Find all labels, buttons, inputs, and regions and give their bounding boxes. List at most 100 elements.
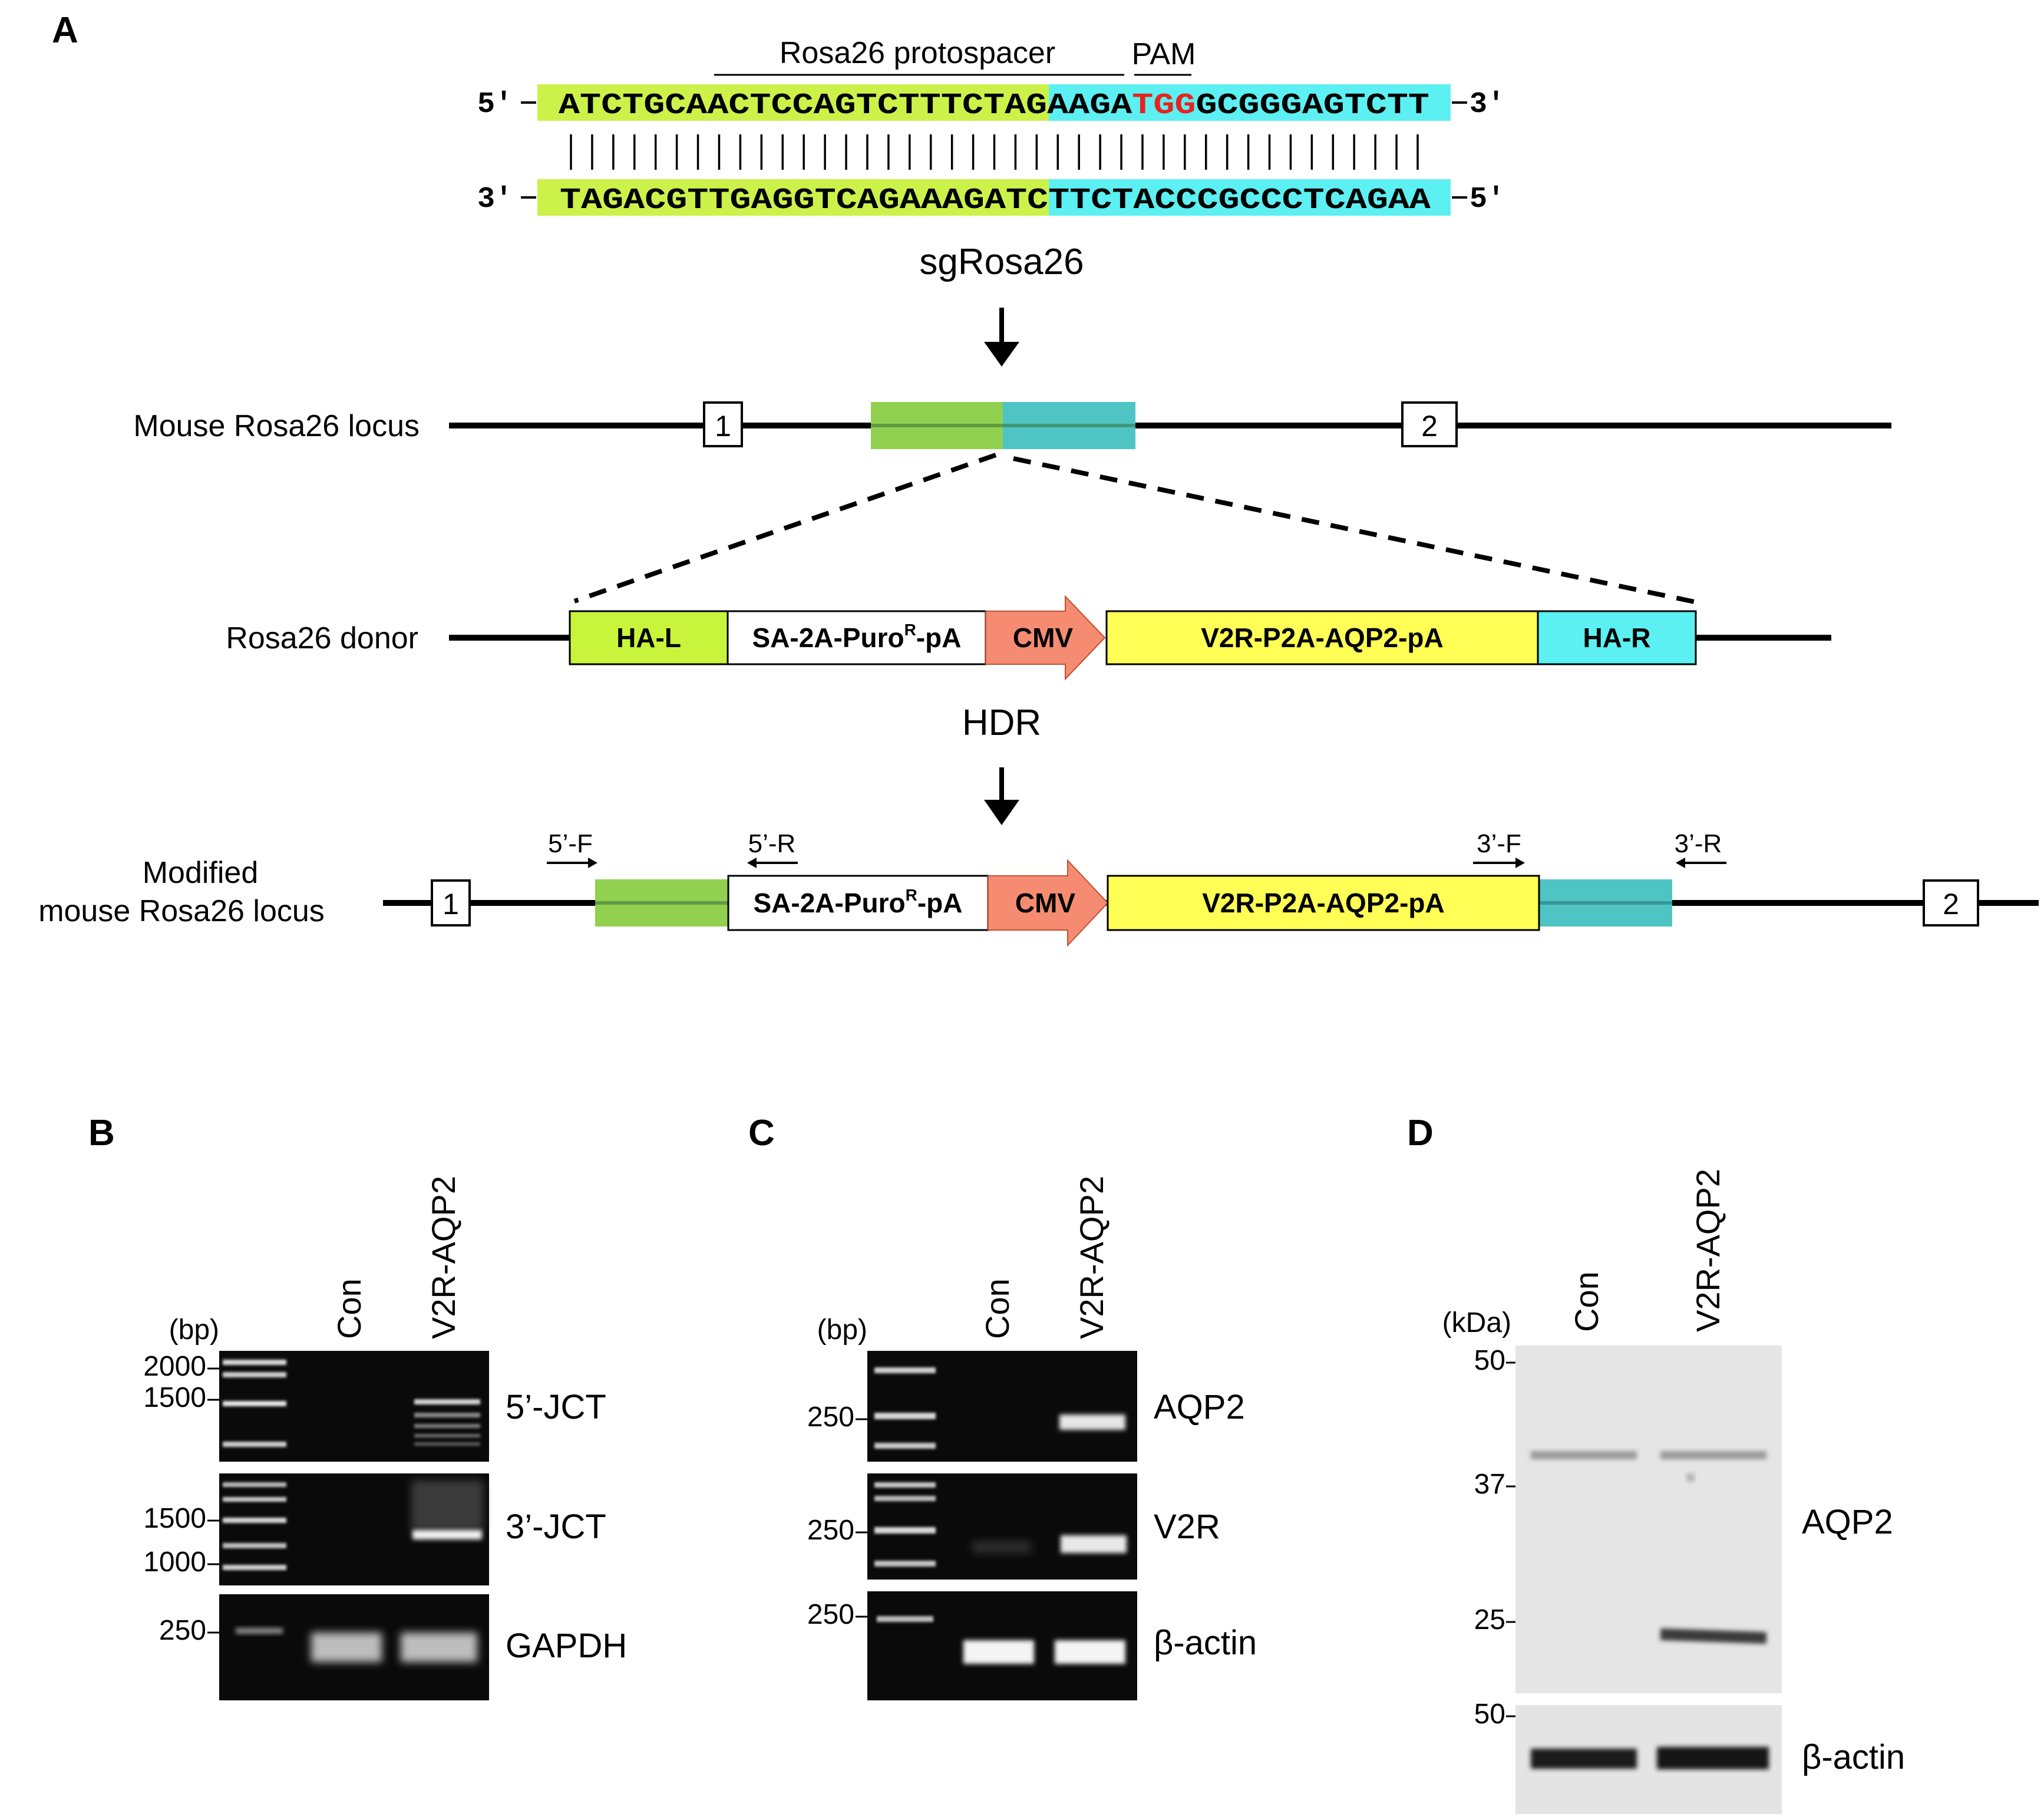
gel-c-v2r-name: V2R	[1154, 1508, 1220, 1546]
primer-3f-label: 3’-F	[1477, 829, 1521, 858]
panel-label-a: A	[52, 10, 78, 51]
primer-5r-label: 5’-R	[748, 829, 796, 858]
pam-label: PAM	[1132, 37, 1196, 71]
gel-c-aqp2-tick-250: 250	[807, 1402, 854, 1433]
panel-label-c: C	[748, 1113, 775, 1153]
modified-v2r-box	[1107, 875, 1540, 931]
top-strand-green-highlight	[537, 84, 1049, 121]
gel-c-v2r-tick-250: 250	[807, 1515, 854, 1546]
modified-cmv-arrow	[988, 859, 1109, 947]
gel-b-3jct-band	[412, 1530, 482, 1539]
gel-b-gapdh-ladder	[236, 1628, 283, 1634]
gel-c-actin-ladder	[877, 1616, 933, 1622]
gel-b-3jct-ladder	[223, 1482, 286, 1570]
gel-b-3jct-tick-1000: 1000	[143, 1547, 206, 1578]
locus-exon-1	[703, 401, 743, 447]
blot-d-speck	[1686, 1473, 1695, 1482]
base-pair-lines	[570, 134, 1419, 170]
locus-exon-2	[1401, 401, 1458, 447]
zoom-line-left	[573, 453, 997, 604]
pam-sequence: TGG	[1132, 89, 1196, 123]
arrow-hdr-head	[984, 800, 1019, 825]
bottom-3prime: 3′	[477, 183, 513, 216]
gel-b-gapdh-tick-250: 250	[159, 1615, 206, 1646]
bottom-strand-cyan-highlight	[1049, 179, 1451, 216]
gel-b-gapdh-band-v2r	[401, 1633, 477, 1662]
gel-c-v2r-ladder	[874, 1482, 936, 1567]
d-lane-con: Con	[1568, 1271, 1605, 1332]
primer-5f-label: 5’-F	[548, 829, 593, 858]
donor-sa-box	[727, 610, 987, 665]
modified-exon-2	[1923, 879, 1979, 927]
panel-label-d: D	[1407, 1113, 1434, 1153]
c-lane-con: Con	[979, 1278, 1016, 1339]
gel-c-actin-band-con	[963, 1640, 1034, 1664]
primer-3r-head	[1676, 858, 1685, 868]
gel-c-actin-band-v2r	[1055, 1640, 1125, 1664]
primer-5f-head	[588, 858, 597, 868]
donor-cmv-arrow	[985, 595, 1106, 681]
panel-label-b: B	[88, 1113, 115, 1153]
b-lane-con: Con	[331, 1278, 368, 1339]
donor-har-label: HA-R	[1583, 622, 1651, 653]
donor-hal-box	[569, 610, 729, 665]
blot-d-tick-25: 25	[1474, 1604, 1505, 1636]
gel-c-aqp2-band	[1059, 1415, 1125, 1430]
arrow-sgrna-head	[984, 342, 1019, 367]
gel-c-actin-tick-250: 250	[807, 1599, 854, 1630]
modified-exon-1-label: 1	[443, 888, 459, 921]
locus-exon-2-label: 2	[1421, 410, 1438, 443]
blot-d-tick-37: 37	[1474, 1469, 1505, 1500]
gel-b-gapdh-name: GAPDH	[506, 1627, 627, 1665]
gel-c-aqp2-name: AQP2	[1154, 1388, 1245, 1426]
blot-d-aqp2-name: AQP2	[1802, 1503, 1893, 1541]
c-lane-v2r-aqp2: V2R-AQP2	[1073, 1176, 1110, 1339]
bottom-strand-green-highlight	[537, 179, 1049, 216]
gel-b-3jct-name: 3’-JCT	[506, 1508, 606, 1546]
gel-b-5jct-name: 5’-JCT	[506, 1388, 606, 1426]
d-unit: (kDa)	[1442, 1307, 1511, 1338]
gel-b-5jct-ladder	[223, 1360, 286, 1447]
locus-label: Mouse Rosa26 locus	[133, 409, 420, 443]
gel-b-3jct-tick-1500: 1500	[143, 1503, 206, 1534]
modified-label-line1: Modified	[143, 856, 259, 890]
top-3prime: 3′	[1470, 88, 1505, 121]
blot-d-actin-band-con	[1531, 1749, 1637, 1769]
c-unit: (bp)	[817, 1314, 867, 1346]
modified-cmv-label: CMV	[1015, 888, 1076, 918]
blot-d-nonspecific-v2r	[1660, 1451, 1766, 1459]
donor-label: Rosa26 donor	[226, 621, 418, 655]
modified-v2r-label: V2R-P2A-AQP2-pA	[1202, 888, 1445, 918]
blot-d-tick-50: 50	[1474, 1345, 1505, 1376]
donor-sa-label: SA-2A-PuroR-pA	[752, 621, 962, 653]
gel-b-5jct-bands	[414, 1399, 480, 1446]
donor-hal-label: HA-L	[616, 622, 681, 653]
blot-d-actin-name: β-actin	[1802, 1738, 1905, 1776]
gel-c-v2r-band	[1061, 1535, 1127, 1553]
top-5prime: 5′	[477, 88, 513, 121]
primer-5r-head	[747, 858, 757, 868]
modified-exon-2-label: 2	[1943, 888, 1959, 921]
primer-3f-head	[1515, 858, 1525, 868]
gel-c-actin-name: β-actin	[1154, 1624, 1257, 1662]
b-unit: (bp)	[169, 1314, 219, 1346]
blot-d-aqp2-band	[1660, 1628, 1767, 1644]
bottom-5prime: 5′	[1470, 183, 1505, 216]
modified-sa-label: SA-2A-PuroR-pA	[754, 886, 963, 918]
donor-cmv-label: CMV	[1013, 622, 1074, 653]
primer-3r-label: 3’-R	[1675, 829, 1722, 858]
gel-c-v2r-faint-con	[972, 1541, 1031, 1553]
gel-b-3jct-smear	[411, 1481, 483, 1531]
gel-b-gapdh-band-con	[311, 1633, 382, 1662]
modified-exon-1	[431, 879, 471, 927]
protospacer-label: Rosa26 protospacer	[780, 36, 1055, 70]
gel-c-aqp2-ladder	[874, 1367, 936, 1449]
hdr-label: HDR	[962, 703, 1041, 743]
b-lane-v2r-aqp2: V2R-AQP2	[425, 1176, 462, 1339]
zoom-line-right	[1013, 456, 1698, 605]
d-lane-v2r-aqp2: V2R-AQP2	[1689, 1169, 1726, 1332]
donor-har-box	[1537, 610, 1697, 665]
locus-exon-1-label: 1	[715, 410, 731, 443]
